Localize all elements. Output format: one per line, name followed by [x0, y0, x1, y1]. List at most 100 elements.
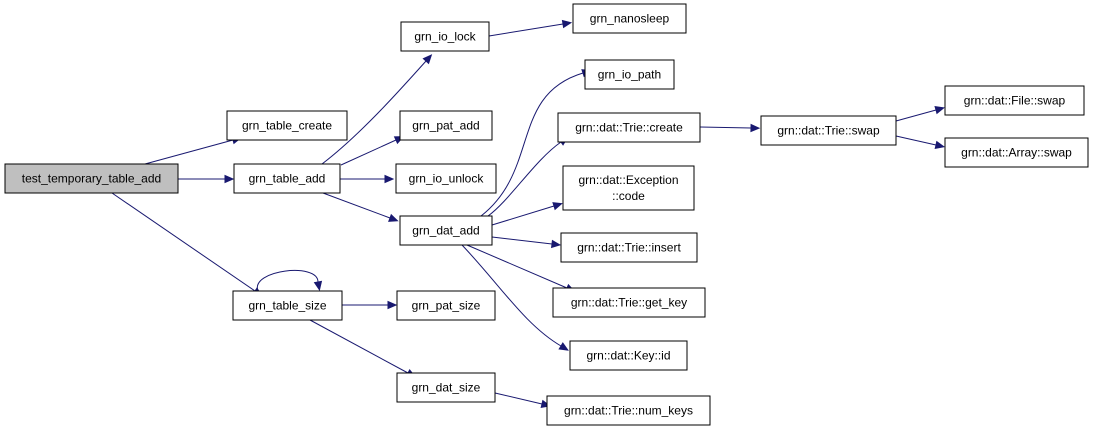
node-label: grn_table_create: [242, 119, 332, 133]
node-box: [232, 290, 343, 321]
node-label: grn::dat::Trie::swap: [777, 124, 880, 138]
edge-line: [895, 109, 937, 122]
node-pat-add[interactable]: grn_pat_add: [399, 110, 493, 141]
node-label: grn_io_unlock: [409, 172, 485, 186]
edge-root-to-table_size: [111, 192, 263, 297]
edge-dat_add-to-key_id: [461, 244, 569, 351]
node-label: grn_io_lock: [414, 30, 476, 44]
node-trie-create[interactable]: grn::dat::Trie::create: [557, 112, 701, 143]
node-label: grn::dat::File::swap: [964, 94, 1066, 108]
node-box: [569, 340, 688, 371]
node-dat-size[interactable]: grn_dat_size: [396, 372, 496, 403]
node-dat-add[interactable]: grn_dat_add: [399, 215, 493, 246]
arrowhead: [387, 300, 398, 310]
node-box: [396, 290, 496, 321]
edge-line: [487, 141, 562, 217]
arrowhead: [934, 106, 945, 115]
edge-line: [491, 236, 553, 245]
node-label: grn_pat_add: [412, 119, 479, 133]
edge-line: [340, 139, 397, 166]
node-pat-size[interactable]: grn_pat_size: [396, 290, 496, 321]
edge-trie_swap-to-file_swap: [895, 106, 945, 122]
edge-root-to-table_create: [144, 136, 242, 165]
node-trie-get-key[interactable]: grn::dat::Trie::get_key: [552, 287, 706, 318]
node-exception-code[interactable]: grn::dat::Exception::code: [562, 165, 695, 211]
node-box: [562, 165, 695, 211]
edge-table_add-to-io_unlock: [340, 174, 395, 184]
edge-line: [144, 139, 234, 165]
edge-line: [321, 60, 427, 165]
node-box: [572, 3, 687, 34]
arrowhead: [552, 202, 563, 211]
edge-line: [494, 392, 543, 405]
edge-trie_swap-to-array_swap: [895, 135, 946, 150]
node-io-lock[interactable]: grn_io_lock: [400, 21, 490, 52]
node-label: ::code: [612, 189, 645, 203]
node-file-swap[interactable]: grn::dat::File::swap: [944, 85, 1085, 116]
node-label: grn::dat::Trie::get_key: [571, 296, 687, 310]
edge-table_add-to-io_lock: [321, 54, 433, 165]
node-label: grn_table_size: [248, 299, 326, 313]
node-label: grn::dat::Key::id: [586, 349, 670, 363]
edge-line: [111, 192, 256, 292]
node-table-create[interactable]: grn_table_create: [226, 110, 348, 141]
node-io-unlock[interactable]: grn_io_unlock: [395, 163, 497, 194]
edge-dat_size-to-trie_num_keys: [494, 392, 552, 409]
node-box: [226, 110, 348, 141]
arrowhead: [934, 140, 946, 150]
node-root[interactable]: test_temporary_table_add: [4, 163, 179, 194]
edge-line: [491, 205, 555, 226]
nodes-layer: test_temporary_table_add grn_table_create…: [4, 3, 1089, 426]
node-trie-num-keys[interactable]: grn::dat::Trie::num_keys: [546, 395, 711, 426]
node-key-id[interactable]: grn::dat::Key::id: [569, 340, 688, 371]
node-trie-swap[interactable]: grn::dat::Trie::swap: [760, 115, 897, 146]
node-box: [944, 85, 1085, 116]
edge-table_size-to-pat_size: [342, 300, 398, 310]
node-label: grn_dat_add: [412, 224, 479, 238]
edge-line: [895, 135, 937, 146]
node-array-swap[interactable]: grn::dat::Array::swap: [944, 137, 1089, 168]
arrowhead: [558, 342, 569, 351]
arrowhead: [561, 19, 573, 29]
node-label: grn_dat_size: [412, 381, 481, 395]
edge-io_lock-to-nanosleep: [488, 19, 573, 37]
edge-line: [257, 270, 319, 292]
node-box: [546, 395, 711, 426]
edge-table_size-to-dat_size: [309, 319, 417, 378]
edge-line: [488, 23, 564, 37]
node-box: [400, 21, 490, 52]
node-label: grn::dat::Array::swap: [961, 146, 1072, 160]
node-label: test_temporary_table_add: [22, 172, 161, 186]
node-trie-insert[interactable]: grn::dat::Trie::insert: [560, 232, 698, 263]
node-label: grn_table_add: [249, 172, 326, 186]
node-label: grn::dat::Exception: [578, 173, 678, 187]
arrowhead: [750, 123, 761, 133]
node-label: grn::dat::Trie::insert: [577, 241, 681, 255]
edge-dat_add-to-exception_code: [491, 202, 563, 226]
node-io-path[interactable]: grn_io_path: [584, 59, 675, 90]
node-box: [584, 59, 675, 90]
node-label: grn_io_path: [598, 68, 661, 82]
edges-layer: [111, 19, 946, 409]
node-box: [557, 112, 701, 143]
node-box: [399, 215, 493, 246]
edge-line: [699, 126, 752, 129]
node-label: grn::dat::Trie::create: [575, 121, 683, 135]
node-box: [233, 163, 341, 194]
edge-line: [461, 244, 562, 347]
node-table-add[interactable]: grn_table_add: [233, 163, 341, 194]
edge-line: [480, 72, 584, 217]
node-box: [4, 163, 179, 194]
node-nanosleep[interactable]: grn_nanosleep: [572, 3, 687, 34]
edge-line: [466, 244, 568, 289]
node-label: grn_nanosleep: [590, 12, 670, 26]
edge-trie_create-to-trie_swap: [699, 123, 761, 133]
edge-table_add-to-dat_add: [322, 192, 399, 222]
arrowhead: [551, 239, 562, 249]
arrowhead: [384, 174, 395, 184]
node-box: [552, 287, 706, 318]
node-table-size[interactable]: grn_table_size: [232, 290, 343, 321]
edge-line: [322, 192, 391, 219]
arrowhead: [224, 174, 235, 184]
